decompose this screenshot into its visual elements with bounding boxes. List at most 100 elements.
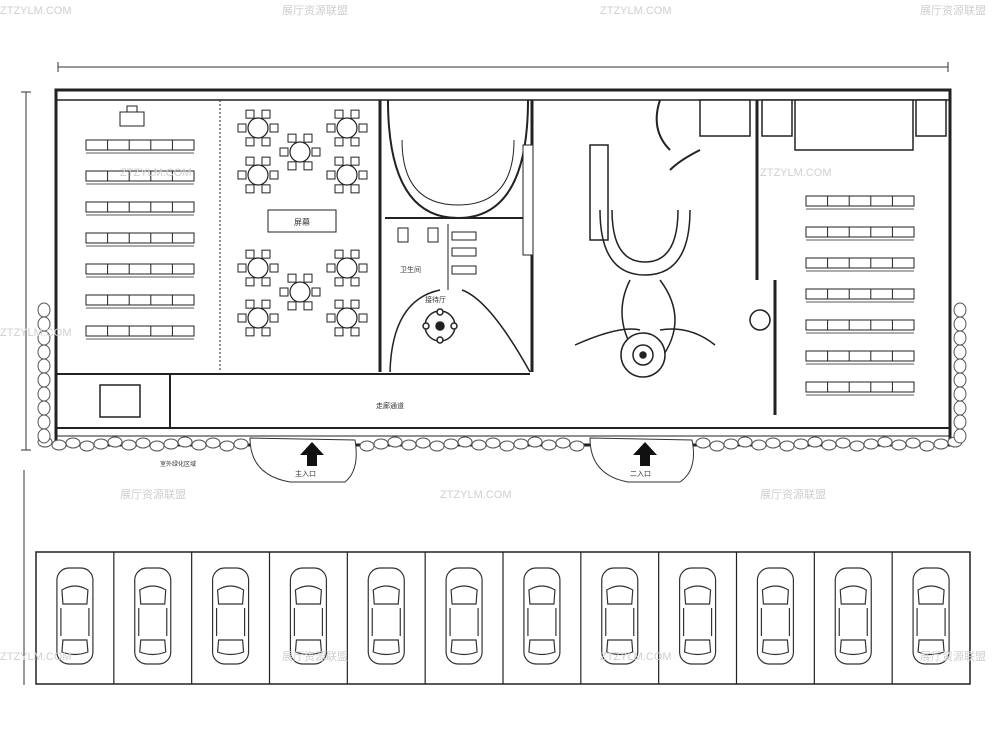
parking-space	[191, 552, 250, 684]
car-icon	[601, 567, 639, 665]
car-icon	[445, 567, 483, 665]
car-icon	[56, 567, 94, 665]
chair	[269, 123, 279, 133]
parking-space	[346, 552, 405, 684]
parking-space	[580, 552, 639, 684]
podium	[119, 105, 145, 127]
parking-space	[891, 552, 950, 684]
parking-space	[735, 552, 795, 684]
car-icon	[523, 567, 561, 665]
shrub	[93, 438, 109, 450]
chair	[334, 156, 344, 166]
shrub	[541, 439, 557, 451]
shrub	[849, 440, 865, 452]
parking-space	[113, 552, 172, 684]
desk-row	[85, 170, 195, 185]
shrub	[953, 386, 967, 402]
chair	[269, 313, 279, 323]
shrub	[807, 436, 823, 448]
shrub	[779, 440, 795, 452]
watermark: ZTZYLM.COM	[600, 651, 672, 663]
desk-row	[805, 257, 915, 272]
round-table	[326, 109, 368, 147]
watermark: 展厅资源联盟	[760, 487, 826, 501]
round-table	[237, 299, 279, 337]
watermark: 展厅资源联盟	[920, 649, 986, 663]
shrub	[737, 436, 753, 448]
chair	[358, 263, 368, 273]
shrub	[953, 400, 967, 416]
chair	[287, 301, 297, 311]
chair	[350, 156, 360, 166]
classroom-desks-left	[85, 139, 195, 340]
chair	[334, 249, 344, 259]
shrub	[37, 302, 51, 318]
chair	[261, 184, 271, 194]
chair	[245, 277, 255, 287]
shrub	[905, 437, 921, 449]
shrub	[695, 437, 711, 449]
chair	[237, 263, 247, 273]
desk-row	[85, 263, 195, 278]
exhibition-area	[574, 99, 771, 378]
chair	[245, 109, 255, 119]
round-table	[279, 133, 321, 171]
chair	[261, 156, 271, 166]
shrub	[835, 437, 851, 449]
chair	[279, 287, 289, 297]
car-icon	[134, 567, 172, 665]
shrub	[107, 436, 123, 448]
chair	[350, 327, 360, 337]
round-table	[237, 156, 279, 194]
chair	[261, 299, 271, 309]
chair	[326, 313, 336, 323]
shrub	[191, 439, 207, 451]
chair	[350, 277, 360, 287]
hall-label: 接待厅	[425, 295, 446, 304]
round-table	[279, 273, 321, 311]
chair	[245, 249, 255, 259]
toilet-room	[397, 224, 477, 290]
car-icon	[756, 567, 795, 665]
landscaping	[37, 302, 967, 452]
chair	[261, 137, 271, 147]
shrub	[415, 437, 431, 449]
round-table	[326, 249, 368, 287]
chair	[334, 299, 344, 309]
shrub	[953, 372, 967, 388]
desk-row	[805, 288, 915, 303]
watermark: 展厅资源联盟	[120, 487, 186, 501]
shrub	[79, 440, 95, 452]
chair	[311, 147, 321, 157]
shrub	[37, 414, 51, 430]
shrub	[149, 440, 165, 452]
desk-row	[805, 195, 915, 210]
shrub	[37, 400, 51, 416]
shrub	[953, 330, 967, 346]
chair	[350, 109, 360, 119]
chair	[287, 161, 297, 171]
chair	[245, 327, 255, 337]
chair	[237, 123, 247, 133]
entrance-1: 主入口	[249, 437, 357, 483]
watermark: 展厅资源联盟	[282, 3, 348, 17]
desk-row	[85, 139, 195, 154]
chair	[245, 184, 255, 194]
shrub	[373, 438, 389, 450]
chair	[287, 133, 297, 143]
shrub	[37, 344, 51, 360]
entrance-2: 二入口	[589, 437, 694, 483]
watermark: ZTZYLM.COM	[0, 651, 72, 663]
toilet-label: 卫生间	[400, 265, 421, 274]
chair	[334, 327, 344, 337]
parking-space	[658, 552, 717, 684]
chair	[303, 133, 313, 143]
shrub	[121, 439, 137, 451]
shrub	[499, 440, 515, 452]
dimension-lines	[21, 62, 949, 685]
chair	[261, 277, 271, 287]
reception-hall	[389, 289, 531, 373]
chair	[358, 123, 368, 133]
shrub	[429, 440, 445, 452]
chair	[237, 313, 247, 323]
